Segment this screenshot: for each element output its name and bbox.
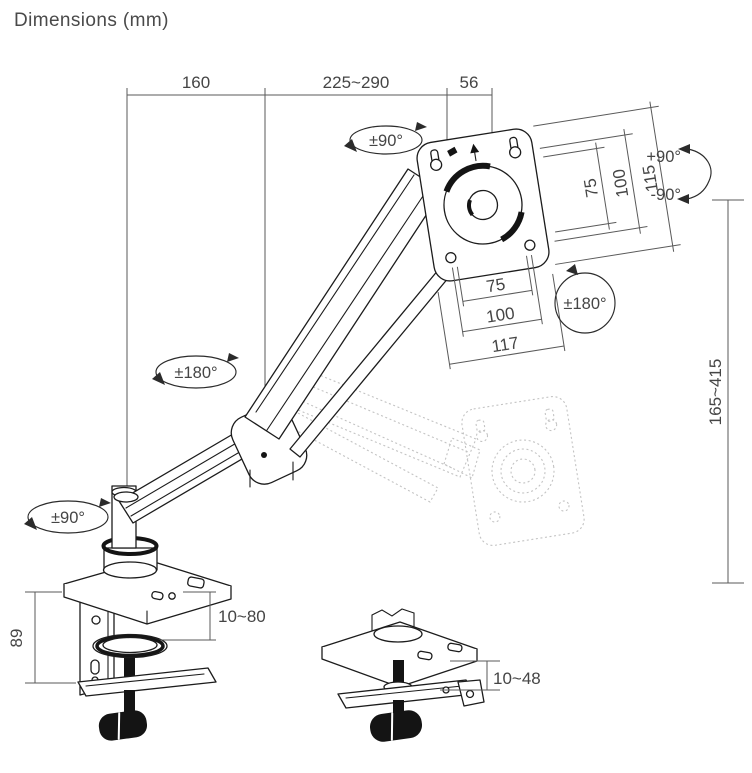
base-clamp-assembly <box>63 485 232 741</box>
rotation-annotations: ±90° ±180° ±90° ±180° <box>24 122 712 534</box>
clamp-pad-disc <box>92 633 168 659</box>
dim-vesa-117-h: 117 <box>490 333 520 356</box>
ghost-head-bracket <box>443 437 481 479</box>
elbow-swivel-annotation: ±180° <box>152 353 239 389</box>
label-elbow-swivel: ±180° <box>174 364 217 382</box>
tilt-annotation: +90° -90° <box>646 144 712 204</box>
grommet-screw-lower <box>393 700 404 716</box>
vesa-vertical-dimensions: 75 100 115 <box>533 101 681 265</box>
label-tilt-up: +90° <box>646 148 681 166</box>
vesa-plate-group: 75 100 115 75 100 117 <box>416 101 681 370</box>
dim-vesa-115-v: 115 <box>639 164 662 194</box>
clamp-dimensions: 89 10~80 10~48 <box>7 591 541 691</box>
dim-extension-span: 225~290 <box>323 73 390 92</box>
height-dimension: 165~415 <box>706 199 744 584</box>
clamp-knob <box>98 710 148 741</box>
label-tilt-down: -90° <box>651 186 681 204</box>
dim-grommet-range: 10~48 <box>493 669 541 688</box>
top-dimensions: 160 225~290 56 <box>126 73 493 560</box>
grommet-clamp-assembly <box>321 608 485 742</box>
plate-spin-annotation: ±180° <box>554 264 616 334</box>
grommet-bracket <box>337 679 485 709</box>
ghost-vesa-plate <box>461 396 585 546</box>
arm-assembly <box>113 154 461 524</box>
dim-clamp-height: 89 <box>7 629 26 648</box>
dim-vesa-75-h: 75 <box>485 275 507 297</box>
up-arrow-icon <box>470 143 480 162</box>
grommet-screw-upper <box>393 660 404 686</box>
dim-vesa-75-v: 75 <box>580 177 602 199</box>
clamp-screw-lower <box>124 690 135 716</box>
grommet-knob <box>369 710 423 742</box>
dim-vesa-100-v: 100 <box>609 168 632 199</box>
base-hinge <box>113 491 139 503</box>
dim-head-span: 56 <box>460 73 479 92</box>
clamp-lower-jaw <box>77 667 217 697</box>
label-plate-spin: ±180° <box>563 295 606 313</box>
clamp-screw-upper <box>124 650 135 678</box>
base-swivel-annotation: ±90° <box>24 498 111 534</box>
dim-rear-span: 160 <box>182 73 210 92</box>
dim-clamp-range: 10~80 <box>218 607 266 626</box>
ghost-arm <box>273 362 585 546</box>
label-base-swivel: ±90° <box>51 509 85 527</box>
page-title: Dimensions (mm) <box>14 10 169 31</box>
dim-vesa-100-h: 100 <box>485 304 516 327</box>
vesa-center-hub <box>443 162 525 245</box>
label-head-swivel: ±90° <box>369 132 403 150</box>
vesa-horizontal-dimensions: 75 100 117 <box>437 254 566 370</box>
head-swivel-annotation: ±90° <box>344 122 427 155</box>
dim-height-range: 165~415 <box>706 359 725 426</box>
